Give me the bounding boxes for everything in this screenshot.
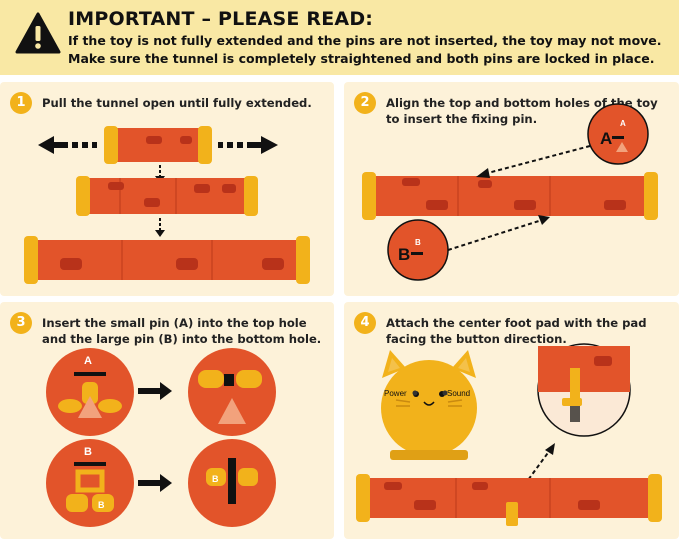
step-number: 2 [354, 92, 376, 114]
step-text-line-2: facing the button direction. [386, 332, 567, 346]
arrow-right-icon [218, 136, 278, 154]
pin-a-small-label: A [620, 119, 626, 128]
svg-text:B: B [84, 446, 92, 458]
step-2-illustration: A A B B [362, 103, 658, 281]
pin-a-after [188, 348, 276, 436]
foot-pad-callout [537, 343, 631, 437]
arrow-left-icon [38, 136, 97, 154]
pin-b-small-label: B [415, 238, 421, 247]
partly-extended-tunnel [76, 176, 258, 216]
pin-b-before: B B [46, 439, 134, 527]
pin-b-label: B [398, 245, 410, 264]
step-text-line-1: Pull the tunnel open until fully extende… [42, 96, 312, 110]
step-text-line-2: and the large pin (B) into the bottom ho… [42, 332, 322, 346]
step-text-line-2: to insert the fixing pin. [386, 112, 538, 126]
svg-text:B: B [212, 474, 219, 484]
step-3-illustration: A B B [46, 348, 276, 527]
step-4-panel: 4 Attach the center foot pad with the pa… [344, 302, 679, 539]
step-text-line-1: Insert the small pin (A) into the top ho… [42, 316, 307, 330]
step-4-illustration: Power Sound [356, 343, 662, 526]
step-text-line-1: Align the top and bottom holes of the to… [386, 96, 658, 110]
svg-text:B: B [98, 500, 105, 510]
svg-text:A: A [84, 355, 92, 367]
pin-b-after: B [188, 439, 276, 527]
arrow-right-icon [138, 382, 172, 400]
power-label: Power [384, 389, 407, 398]
tunnel [362, 172, 658, 220]
banner-line-1: If the toy is not fully extended and the… [68, 33, 662, 48]
cat-face-cap: Power Sound [381, 350, 477, 460]
arrow-down-icon [155, 218, 165, 237]
pin-a-before: A [46, 348, 134, 436]
pin-a-callout: A A [587, 103, 649, 165]
step-text-line-1: Attach the center foot pad with the pad [386, 316, 647, 330]
step-number: 3 [10, 312, 32, 334]
fully-extended-tunnel [24, 236, 310, 284]
step-number: 1 [10, 92, 32, 114]
banner-line-2: Make sure the tunnel is completely strai… [68, 51, 655, 66]
pin-b-callout: B B [387, 219, 449, 281]
dashed-arrow-icon [447, 145, 591, 251]
warning-icon [15, 12, 61, 54]
banner-title: IMPORTANT – PLEASE READ: [68, 8, 374, 30]
collapsed-tunnel [104, 126, 212, 164]
arrow-right-icon [138, 474, 172, 492]
warning-banner: IMPORTANT – PLEASE READ: If the toy is n… [0, 0, 679, 75]
pin-a-label: A [600, 129, 612, 148]
tunnel-with-foot-pad [356, 474, 662, 526]
sound-label: Sound [447, 389, 470, 398]
step-number: 4 [354, 312, 376, 334]
step-2-panel: 2 Align the top and bottom holes of the … [344, 82, 679, 296]
step-3-panel: 3 Insert the small pin (A) into the top … [0, 302, 334, 539]
step-1-illustration [24, 126, 310, 284]
step-1-panel: 1 Pull the tunnel open until fully exten… [0, 82, 334, 296]
